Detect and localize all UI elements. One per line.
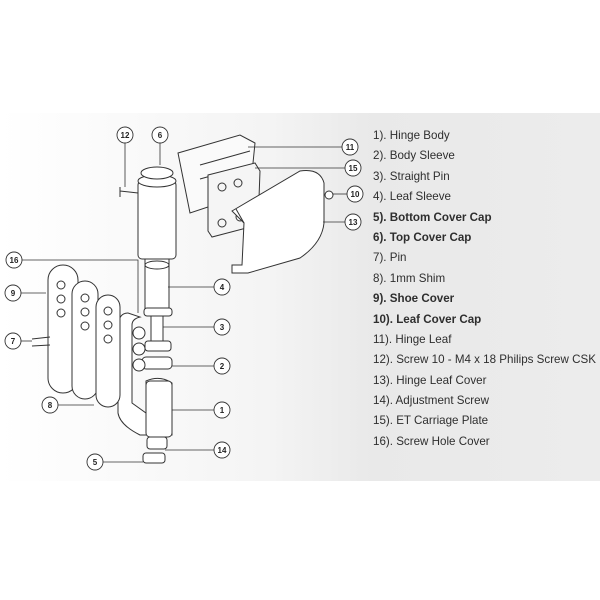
svg-text:6: 6 [158,131,163,140]
svg-text:12: 12 [121,131,130,140]
legend-item: 8). 1mm Shim [373,271,446,285]
callout-14: 14 [213,441,231,459]
svg-text:13: 13 [349,218,358,227]
callout-7: 7 [4,332,22,350]
legend-item: 6). Top Cover Cap [373,230,472,244]
svg-text:3: 3 [220,323,225,332]
hinge-body [117,312,173,438]
exploded-hinge-drawing: 12 6 11 15 10 13 16 4 9 3 7 2 8 1 14 5 [4,126,364,471]
legend-item: 10). Leaf Cover Cap [373,312,482,326]
leaf-cover-cap [324,190,334,200]
callout-11: 11 [341,138,359,156]
svg-text:14: 14 [218,446,227,455]
legend-item: 7). Pin [373,251,407,265]
bottom-cover-cap [142,452,166,464]
legend-item: 15). ET Carriage Plate [373,414,489,428]
svg-text:4: 4 [220,283,225,292]
shim [71,280,121,408]
hinge-leaf-cover [231,170,325,274]
callout-15: 15 [344,159,362,177]
diagram-panel: 12 6 11 15 10 13 16 4 9 3 7 2 8 1 14 5 1… [0,113,600,481]
straight-pin [150,315,164,342]
body-sleeve [141,340,173,370]
legend-item: 16). Screw Hole Cover [373,434,490,448]
callout-2: 2 [213,357,231,375]
parts-legend: 1). Hinge Body 2). Body Sleeve 3). Straigh… [373,126,600,452]
leaf-sleeve-top [137,174,177,260]
callout-4: 4 [213,278,231,296]
svg-text:7: 7 [11,337,16,346]
svg-text:2: 2 [220,362,225,371]
leaf-sleeve [143,258,173,317]
svg-text:11: 11 [346,143,355,152]
legend-item: 2). Body Sleeve [373,149,455,163]
legend-item: 12). Screw 10 - M4 x 18 Philips Screw CS… [373,353,596,367]
leader-lines [21,143,347,463]
legend-item: 5). Bottom Cover Cap [373,210,492,224]
adjustment-screw [146,436,168,450]
screw [119,187,139,197]
legend-item: 9). Shoe Cover [373,292,455,306]
svg-text:15: 15 [349,164,358,173]
svg-text:8: 8 [48,401,53,410]
callout-3: 3 [213,318,231,336]
callout-10: 10 [346,185,364,203]
callout-12: 12 [116,126,134,144]
svg-text:5: 5 [93,458,98,467]
legend-item: 11). Hinge Leaf [373,332,452,346]
legend-item: 14). Adjustment Screw [373,394,489,408]
callout-1: 1 [213,401,231,419]
svg-text:10: 10 [351,190,360,199]
legend-item: 3). Straight Pin [373,169,450,183]
svg-text:16: 16 [10,256,19,265]
callout-9: 9 [4,284,22,302]
svg-text:9: 9 [11,289,16,298]
legend-item: 1). Hinge Body [373,129,450,142]
legend-item: 4). Leaf Sleeve [373,190,451,204]
top-cover-cap [140,166,174,180]
legend-item: 13). Hinge Leaf Cover [373,373,487,387]
callout-13: 13 [344,213,362,231]
callout-6: 6 [151,126,169,144]
svg-text:1: 1 [220,406,225,415]
callout-16: 16 [5,251,23,269]
pin [31,336,51,347]
callout-8: 8 [41,396,59,414]
callout-5: 5 [86,453,104,471]
